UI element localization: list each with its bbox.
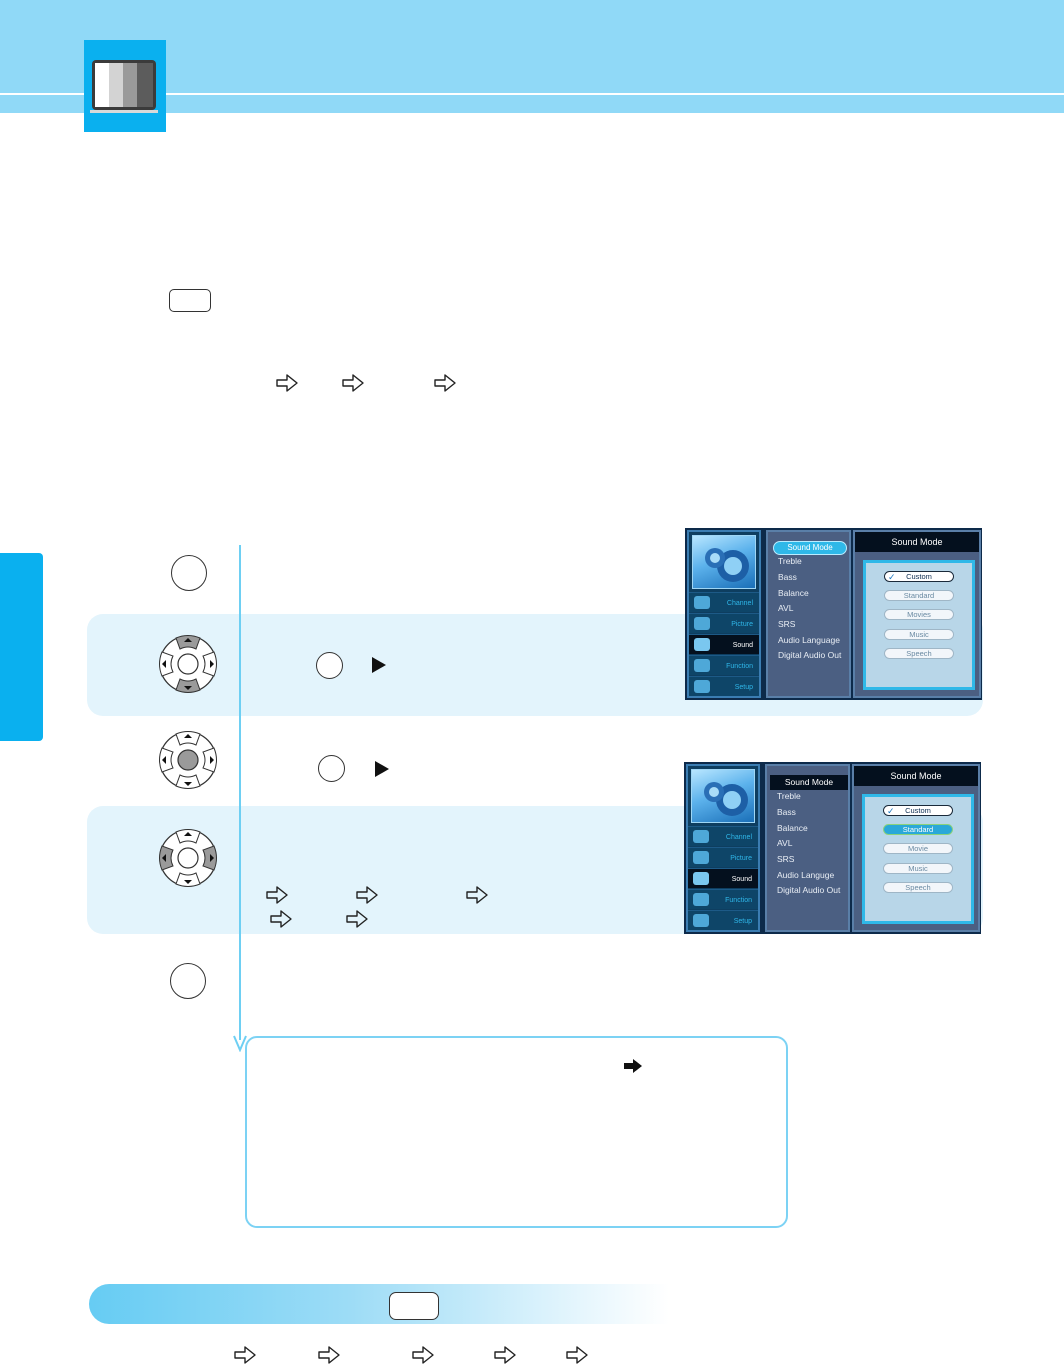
osd-option: Standard bbox=[884, 590, 954, 601]
osd-nav-setup: Setup bbox=[688, 910, 758, 930]
osd-nav-sound: Sound bbox=[689, 634, 759, 654]
osd-submenu-panel: Sound Mode ✓Custom Standard Movies Music… bbox=[853, 530, 981, 698]
dpad-icon bbox=[159, 829, 217, 887]
osd-nav-sound: Sound bbox=[688, 868, 758, 888]
osd-option-selected: ✓Custom bbox=[884, 571, 954, 582]
osd-nav-panel: Channel Picture Sound Function Setup bbox=[686, 764, 760, 932]
outline-arrow-icon bbox=[270, 910, 292, 928]
osd-menu-item-selected: Sound Mode bbox=[773, 541, 847, 555]
outline-arrow-icon bbox=[412, 1346, 434, 1364]
osd-option-box: ✓Custom Standard Movies Music Speech bbox=[863, 560, 975, 690]
outline-arrow-icon bbox=[276, 374, 298, 392]
dpad-icon bbox=[159, 635, 217, 693]
check-icon: ✓ bbox=[887, 806, 895, 816]
osd-submenu-panel: Sound Mode ✓Custom Standard Movie Music … bbox=[852, 764, 980, 932]
osd-screenshot-2: Channel Picture Sound Function Setup Sou… bbox=[684, 762, 981, 934]
osd-screenshot-1: Channel Picture Sound Function Setup Sou… bbox=[685, 528, 982, 700]
osd-menu-item: Digital Audio Out bbox=[778, 650, 842, 660]
outline-arrow-icon bbox=[234, 1346, 256, 1364]
osd-menu-item: Bass bbox=[777, 807, 796, 817]
osd-menu-panel: Sound Mode Treble Bass Balance AVL SRS A… bbox=[766, 530, 851, 698]
osd-menu-item: Audio Languge bbox=[777, 870, 835, 880]
remote-key-pill bbox=[169, 289, 211, 312]
outline-arrow-icon bbox=[466, 886, 488, 904]
remote-key-pill bbox=[389, 1292, 439, 1320]
osd-option-highlighted: Standard bbox=[883, 824, 953, 835]
osd-menu-item: Bass bbox=[778, 572, 797, 582]
header-icon-tile bbox=[84, 40, 166, 132]
osd-option-checked: ✓Custom bbox=[883, 805, 953, 816]
osd-menu-panel: Sound Mode Treble Bass Balance AVL SRS A… bbox=[765, 764, 850, 932]
section-side-tab bbox=[0, 553, 43, 741]
osd-option-box: ✓Custom Standard Movie Music Speech bbox=[862, 794, 974, 924]
osd-menu-item: Digital Audio Out bbox=[777, 885, 841, 895]
enter-button-circle bbox=[318, 755, 345, 782]
outline-arrow-icon bbox=[566, 1346, 588, 1364]
flow-line bbox=[239, 545, 241, 1040]
exit-button-circle bbox=[170, 963, 206, 999]
osd-menu-item: Balance bbox=[778, 588, 809, 598]
osd-menu-item: Balance bbox=[777, 823, 808, 833]
play-triangle-icon bbox=[372, 657, 386, 673]
header-band bbox=[0, 0, 1064, 93]
header-lower-band bbox=[0, 95, 1064, 113]
osd-nav-picture: Picture bbox=[689, 613, 759, 633]
enter-button-circle bbox=[316, 652, 343, 679]
speaker-logo-icon bbox=[691, 769, 755, 823]
osd-nav-panel: Channel Picture Sound Function Setup bbox=[687, 530, 761, 698]
osd-menu-item-selected: Sound Mode bbox=[770, 775, 848, 790]
osd-menu-item: SRS bbox=[778, 619, 796, 629]
play-triangle-icon bbox=[375, 761, 389, 777]
flow-arrowhead-icon bbox=[233, 1035, 247, 1052]
outline-arrow-icon bbox=[356, 886, 378, 904]
speaker-logo-icon bbox=[692, 535, 756, 589]
osd-submenu-title: Sound Mode bbox=[854, 766, 978, 786]
osd-nav-picture: Picture bbox=[688, 847, 758, 867]
outline-arrow-icon bbox=[342, 374, 364, 392]
dpad-icon bbox=[159, 731, 217, 789]
check-icon: ✓ bbox=[888, 572, 896, 582]
osd-option: Speech bbox=[884, 648, 954, 659]
osd-nav-function: Function bbox=[688, 889, 758, 909]
osd-option: Movies bbox=[884, 609, 954, 620]
osd-option: Movie bbox=[883, 843, 953, 854]
outline-arrow-icon bbox=[434, 374, 456, 392]
note-box bbox=[245, 1036, 788, 1228]
solid-arrow-icon bbox=[624, 1059, 642, 1073]
osd-option: Music bbox=[884, 629, 954, 640]
menu-button-circle bbox=[171, 555, 207, 591]
osd-nav-setup: Setup bbox=[689, 676, 759, 696]
tv-picture-icon bbox=[90, 60, 158, 113]
osd-menu-item: AVL bbox=[778, 603, 794, 613]
outline-arrow-icon bbox=[346, 910, 368, 928]
osd-nav-function: Function bbox=[689, 655, 759, 675]
osd-menu-item: AVL bbox=[777, 838, 793, 848]
osd-menu-item: Audio Language bbox=[778, 635, 840, 645]
osd-submenu-title: Sound Mode bbox=[855, 532, 979, 552]
osd-menu-item: SRS bbox=[777, 854, 795, 864]
osd-menu-item: Treble bbox=[777, 791, 801, 801]
outline-arrow-icon bbox=[494, 1346, 516, 1364]
header-divider bbox=[0, 93, 1064, 95]
osd-option: Music bbox=[883, 863, 953, 874]
osd-nav-channel: Channel bbox=[689, 592, 759, 612]
bottom-shortcut-bar bbox=[89, 1284, 669, 1324]
osd-option: Speech bbox=[883, 882, 953, 893]
outline-arrow-icon bbox=[318, 1346, 340, 1364]
outline-arrow-icon bbox=[266, 886, 288, 904]
osd-menu-item: Treble bbox=[778, 556, 802, 566]
osd-nav-channel: Channel bbox=[688, 826, 758, 846]
